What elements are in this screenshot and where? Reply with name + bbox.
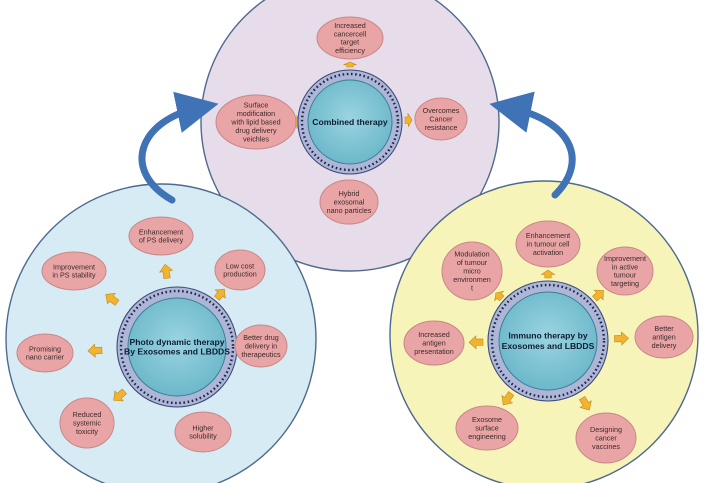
- arrow-immuno-5: [468, 335, 484, 350]
- curved-arrow-left: [138, 91, 219, 204]
- arrow-combined-1: [404, 112, 413, 128]
- arrow-immuno-3: [578, 395, 592, 411]
- arrow-photodynamic-5: [87, 343, 103, 358]
- arrow-photodynamic-1: [213, 288, 226, 301]
- arrow-photodynamic-4: [113, 388, 127, 402]
- arrow-immuno-1: [592, 289, 604, 302]
- curved-arrow-right: [489, 91, 576, 199]
- core-disc-combined: [307, 79, 393, 165]
- core-dots-photodynamic: [119, 289, 235, 405]
- core-label-combined: Combined therapy: [312, 117, 388, 127]
- arrow-immuno-4: [501, 391, 515, 406]
- arrow-photodynamic-0: [159, 263, 174, 280]
- arrow-immuno-2: [614, 331, 629, 346]
- arrow-combined-0: [343, 61, 357, 68]
- core-dots-combined: [300, 72, 400, 172]
- core-disc-immuno: [498, 291, 598, 391]
- core-dots-immuno: [490, 283, 606, 399]
- core-disc-photodynamic: [127, 297, 227, 397]
- arrow-photodynamic-6: [105, 293, 120, 306]
- arrow-immuno-0: [540, 269, 556, 279]
- arrow-immuno-6: [494, 290, 505, 302]
